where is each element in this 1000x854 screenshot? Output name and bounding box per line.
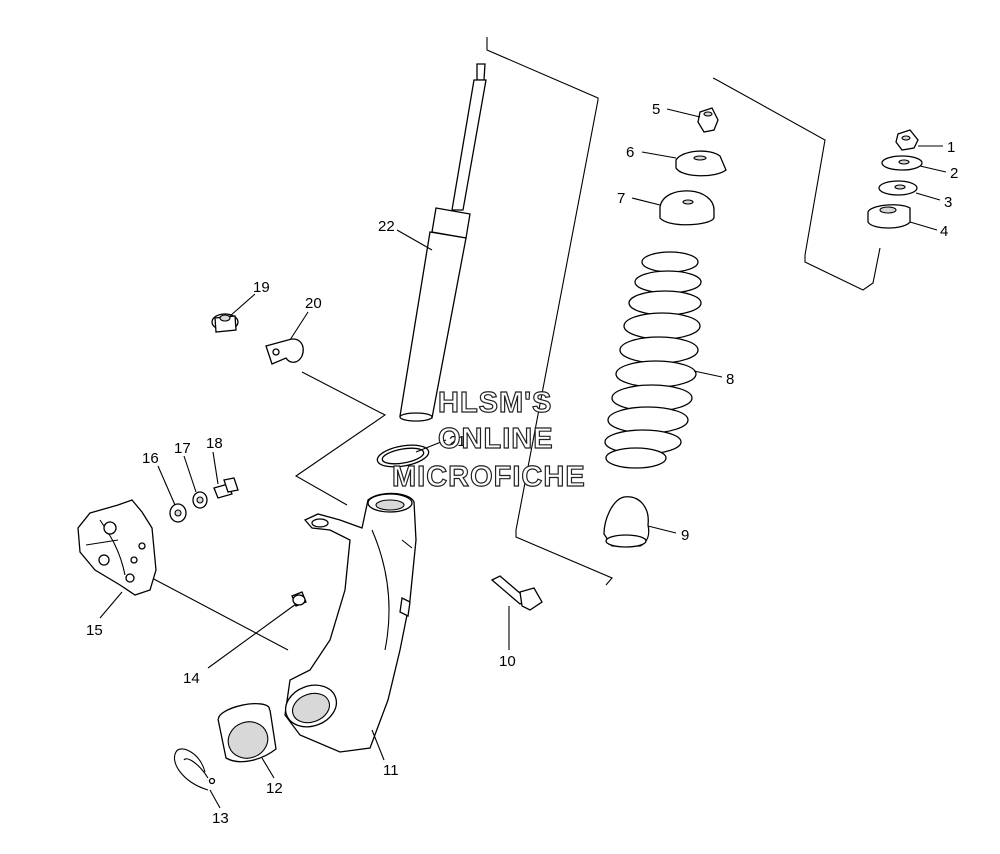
part-19-flange-nut[interactable]	[211, 313, 239, 333]
callout-22: 22	[378, 218, 395, 235]
assembly-bracket-lines	[149, 37, 881, 651]
part-9-bump-stop[interactable]	[603, 496, 650, 548]
part-13-snap-ring[interactable]	[174, 748, 216, 791]
leader-lines	[99, 108, 947, 809]
callout-5: 5	[652, 101, 660, 118]
callout-3: 3	[944, 194, 952, 211]
callout-4: 4	[940, 223, 948, 240]
part-1-nut[interactable]	[895, 129, 919, 151]
callout-17: 17	[174, 440, 191, 457]
part-22-shock-absorber[interactable]	[399, 63, 487, 422]
callout-20: 20	[305, 295, 322, 312]
part-6-upper-seat[interactable]	[675, 150, 727, 177]
callout-18: 18	[206, 435, 223, 452]
part-20-clamp[interactable]	[265, 338, 304, 365]
callout-7: 7	[617, 190, 625, 207]
watermark-line-1: HLSM'S	[437, 387, 553, 419]
part-10-bolt[interactable]	[490, 575, 543, 611]
part-3-washer[interactable]	[878, 180, 918, 196]
callout-15: 15	[86, 622, 103, 639]
part-16-washer[interactable]	[169, 503, 187, 523]
part-8-coil-spring[interactable]	[604, 251, 702, 469]
callout-labels: 1 2 3 4 5 6 7 8 9 10 11 12 13 14 15 16 1…	[86, 101, 958, 827]
callout-9: 9	[681, 527, 689, 544]
part-5-nut[interactable]	[697, 107, 719, 133]
watermark-line-2: ONLINE	[437, 423, 554, 455]
callout-11: 11	[383, 762, 399, 779]
callout-12: 12	[266, 780, 283, 797]
callout-2: 2	[950, 165, 958, 182]
callout-16: 16	[142, 450, 159, 467]
callout-14: 14	[183, 670, 200, 687]
part-2-washer[interactable]	[881, 155, 923, 171]
callout-1: 1	[947, 139, 955, 156]
part-4-bushing[interactable]	[867, 204, 911, 229]
part-11-knuckle-housing[interactable]	[280, 492, 417, 753]
callout-19: 19	[253, 279, 270, 296]
callout-13: 13	[212, 810, 229, 827]
callout-6: 6	[626, 144, 634, 161]
part-7-spring-seat[interactable]	[659, 190, 715, 226]
part-18-bolt[interactable]	[213, 477, 239, 499]
part-12-bearing[interactable]	[217, 700, 277, 764]
part-14-bleeder-screw[interactable]	[291, 591, 307, 607]
part-17-lock-washer[interactable]	[192, 491, 208, 509]
callout-10: 10	[499, 653, 516, 670]
callout-21: 21	[449, 433, 466, 450]
watermark-line-3: MICROFICHE	[391, 461, 586, 493]
callout-8: 8	[726, 371, 734, 388]
part-21-o-ring[interactable]	[376, 442, 431, 471]
part-15-caliper[interactable]	[77, 499, 157, 596]
